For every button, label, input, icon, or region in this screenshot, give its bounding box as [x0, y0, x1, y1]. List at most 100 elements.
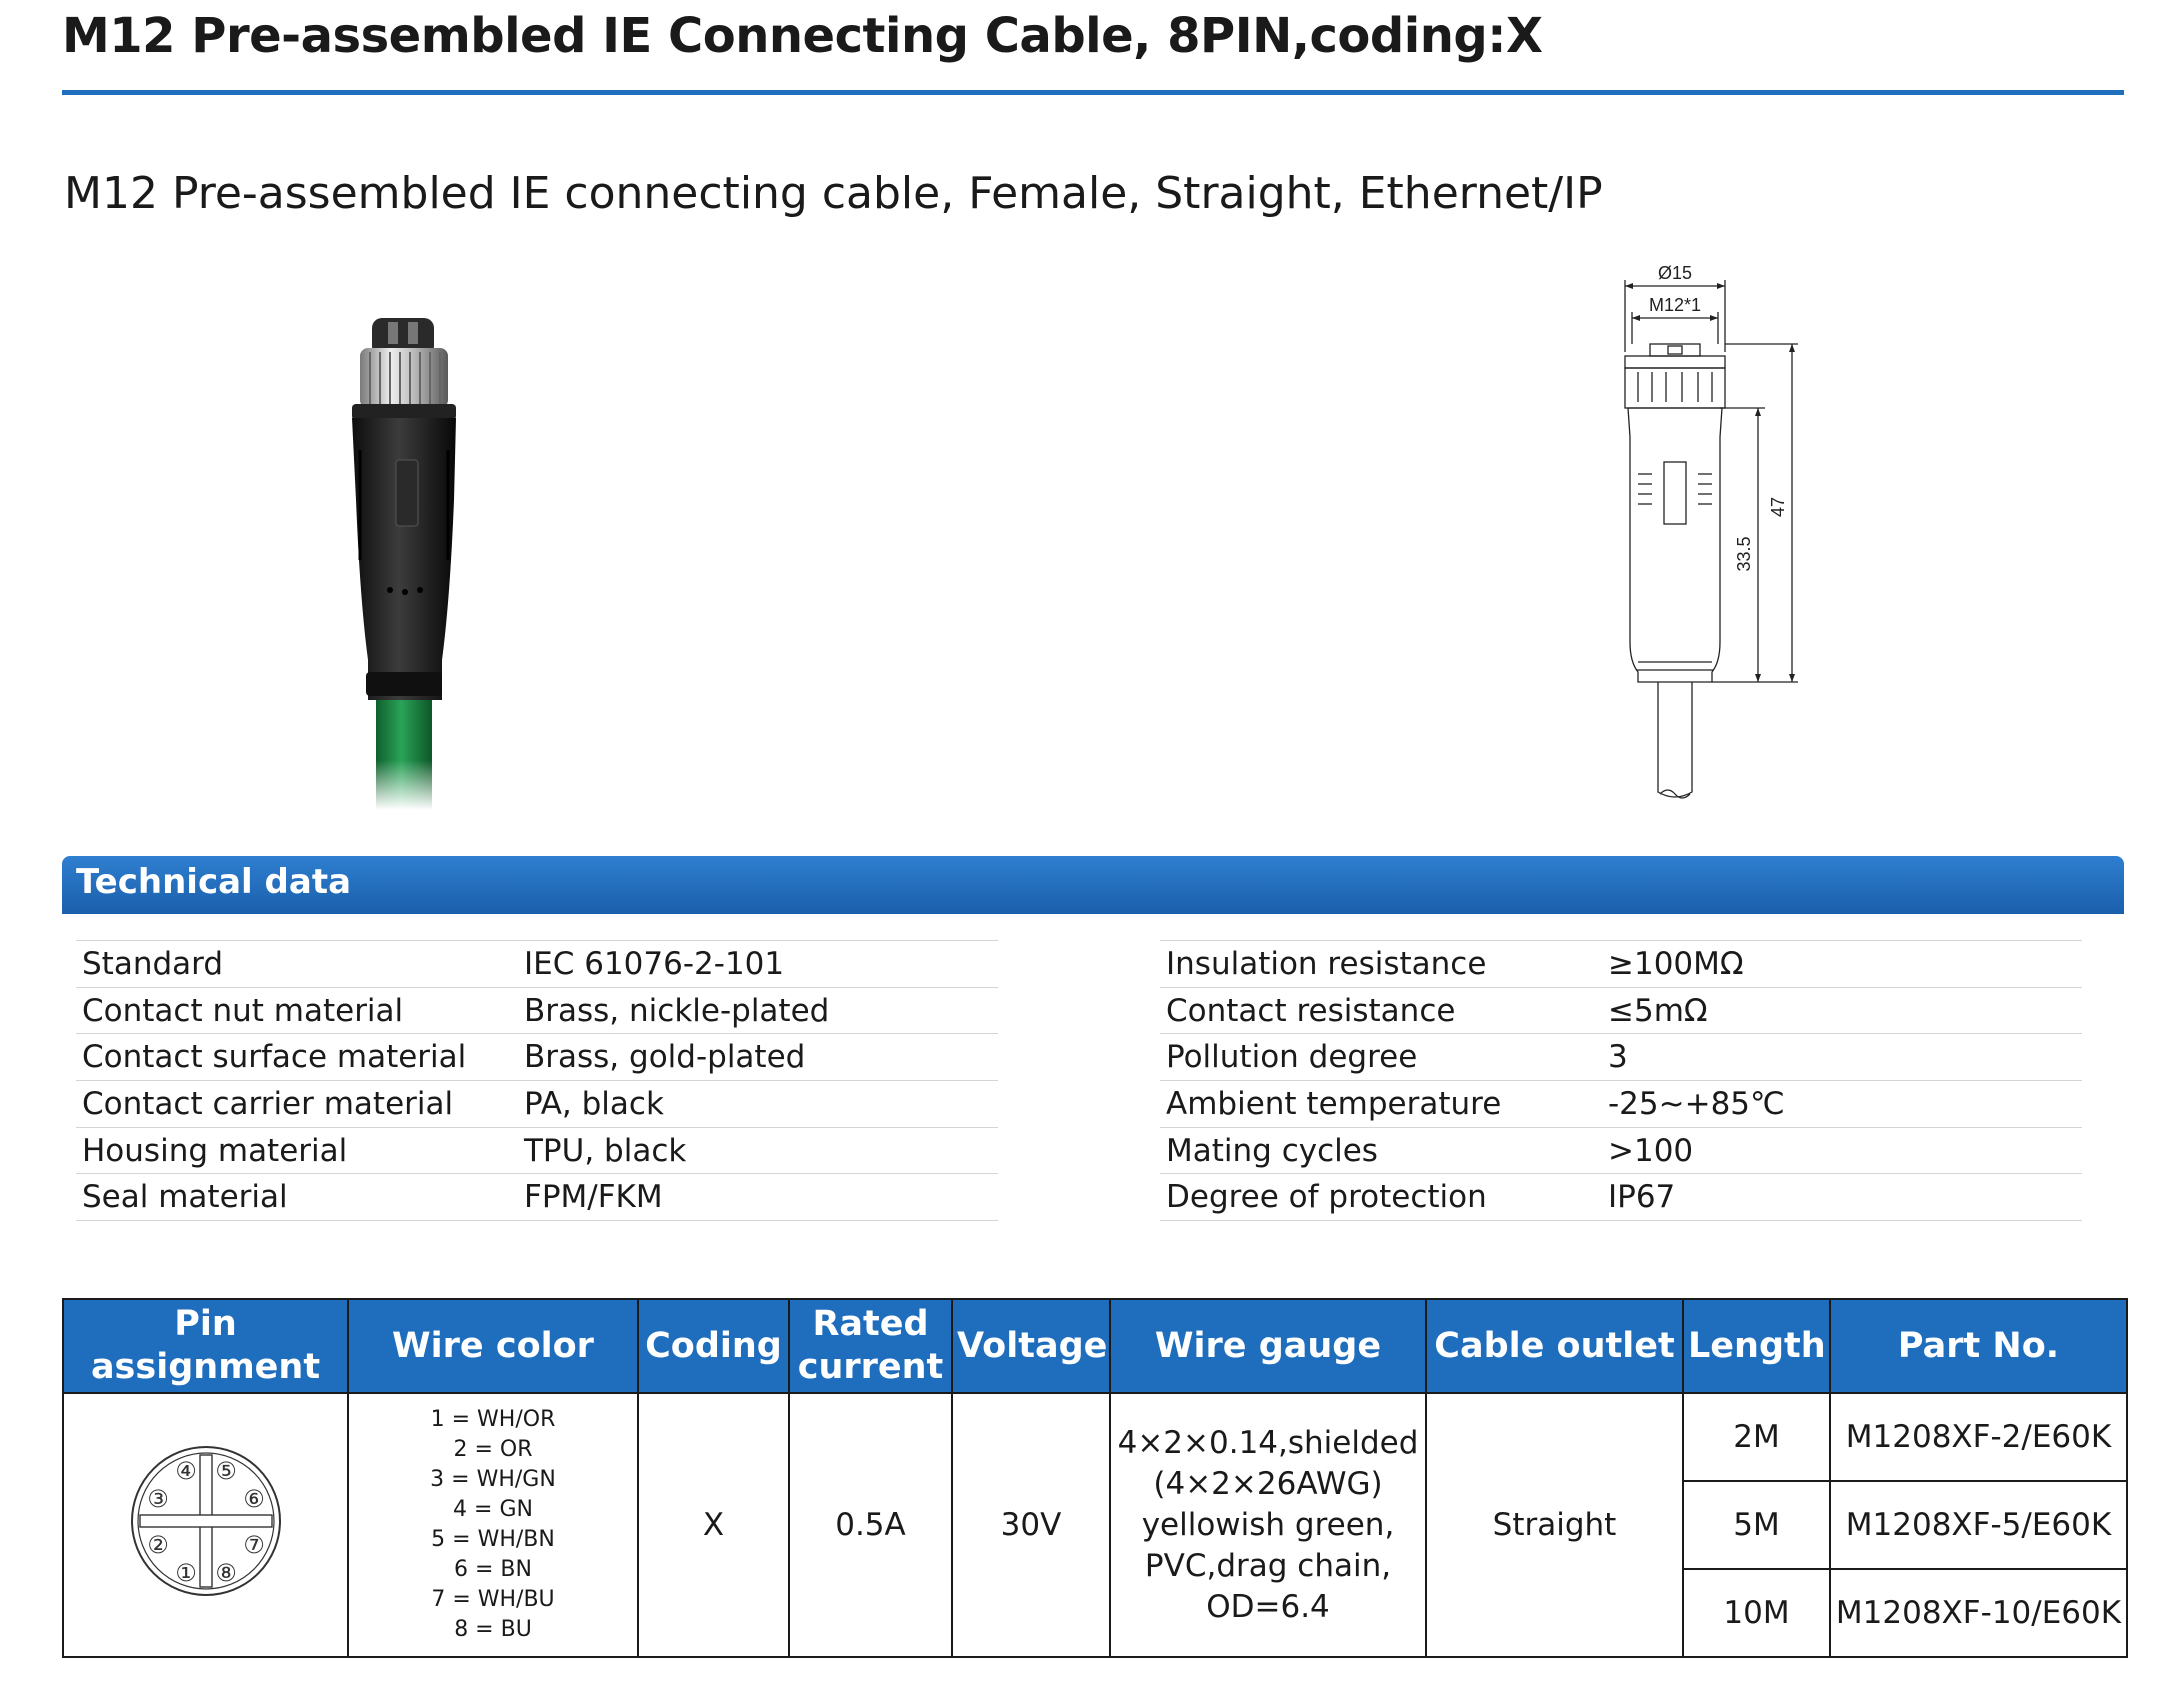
wire-gauge-line: yellowish green, [1141, 1506, 1395, 1543]
product-table-header: Pin assignment Wire color Coding Rated c… [62, 1298, 2128, 1394]
header-rated-current: Rated current [788, 1298, 953, 1394]
spec-label: Housing material [76, 1126, 518, 1175]
spec-label: Contact nut material [76, 986, 518, 1035]
spec-value: >100 [1602, 1126, 2082, 1175]
spec-value: ≤5mΩ [1602, 986, 2082, 1035]
length-cell: 10M [1682, 1568, 1831, 1658]
spec-label: Insulation resistance [1160, 940, 1602, 988]
pin-label-8: ⑧ [215, 1559, 237, 1587]
rated-current-cell: 0.5A [788, 1392, 953, 1658]
spec-label: Seal material [76, 1173, 518, 1222]
spec-label: Mating cycles [1160, 1126, 1602, 1175]
wire-color-item: 6 = BN [454, 1557, 532, 1582]
header-pin-assignment: Pin assignment [62, 1298, 349, 1394]
spec-label: Contact carrier material [76, 1080, 518, 1128]
spec-label: Ambient temperature [1160, 1080, 1602, 1128]
spec-value: ≥100MΩ [1602, 940, 2082, 988]
pin-label-7: ⑦ [243, 1531, 265, 1559]
spec-value: 3 [1602, 1033, 2082, 1082]
spec-value: FPM/FKM [518, 1173, 998, 1222]
technical-data-header: Technical data [62, 856, 2124, 914]
wire-color-cell: 1 = WH/OR 2 = OR 3 = WH/GN 4 = GN 5 = WH… [347, 1392, 639, 1658]
spec-value: TPU, black [518, 1126, 998, 1175]
spec-table-right: Insulation resistance≥100MΩ Contact resi… [1160, 940, 2082, 1222]
dimension-drawing: Ø15 M12*1 33.5 47 [1624, 263, 1798, 799]
header-voltage: Voltage [951, 1298, 1111, 1394]
spec-row: Mating cycles>100 [1160, 1126, 2082, 1175]
dim-total-label: 47 [1768, 497, 1788, 517]
dim-thread-label: M12*1 [1649, 295, 1701, 315]
table-row: 5M M1208XF-5/E60K [63, 1480, 2128, 1570]
product-table: Pin assignment Wire color Coding Rated c… [62, 1298, 2128, 1658]
dim-body-label: 33.5 [1734, 536, 1754, 571]
pin-label-3: ③ [147, 1485, 169, 1513]
wire-color-item: 3 = WH/GN [430, 1467, 556, 1492]
voltage-cell: 30V [951, 1392, 1111, 1658]
spec-label: Contact surface material [76, 1033, 518, 1082]
spec-label: Contact resistance [1160, 986, 1602, 1035]
header-part-no: Part No. [1829, 1298, 2128, 1394]
wire-color-item: 7 = WH/BU [431, 1587, 555, 1612]
page-title: M12 Pre-assembled IE Connecting Cable, 8… [62, 8, 1543, 64]
wire-gauge-line: OD=6.4 [1206, 1588, 1330, 1625]
wire-color-item: 2 = OR [453, 1437, 533, 1462]
spec-value: IEC 61076-2-101 [518, 940, 998, 988]
pin-assignment-cell: ④ ⑤ ③ ⑥ ② ⑦ ① ⑧ [62, 1392, 349, 1658]
title-underline [62, 90, 2124, 95]
part-number-cell: M1208XF-5/E60K [1829, 1480, 2128, 1570]
header-rated-current-line1: Rated [812, 1304, 929, 1345]
spec-label: Standard [76, 940, 518, 988]
spec-value: IP67 [1602, 1173, 2082, 1222]
spec-label: Pollution degree [1160, 1033, 1602, 1082]
wire-gauge-line: PVC,drag chain, [1144, 1547, 1392, 1584]
product-subtitle: M12 Pre-assembled IE connecting cable, F… [64, 168, 1603, 219]
wire-color-item: 1 = WH/OR [430, 1407, 556, 1432]
pin-label-4: ④ [175, 1457, 197, 1485]
connector-photo [352, 318, 456, 810]
spec-row: Contact resistance≤5mΩ [1160, 986, 2082, 1035]
spec-value: Brass, gold-plated [518, 1033, 998, 1082]
header-coding: Coding [637, 1298, 790, 1394]
cable-outlet-cell: Straight [1425, 1392, 1684, 1658]
spec-label: Degree of protection [1160, 1173, 1602, 1222]
wire-gauge-line: 4×2×0.14,shielded [1117, 1424, 1419, 1461]
header-cable-outlet: Cable outlet [1425, 1298, 1684, 1394]
length-cell: 5M [1682, 1480, 1831, 1570]
pin-label-6: ⑥ [243, 1485, 265, 1513]
spec-value: PA, black [518, 1080, 998, 1128]
spec-row: Insulation resistance≥100MΩ [1160, 940, 2082, 988]
header-wire-gauge: Wire gauge [1109, 1298, 1427, 1394]
wire-color-item: 5 = WH/BN [431, 1527, 555, 1552]
spec-value: Brass, nickle-plated [518, 986, 998, 1035]
wire-gauge-line: (4×2×26AWG) [1153, 1465, 1383, 1502]
pin-label-2: ② [147, 1531, 169, 1559]
wire-gauge-cell: 4×2×0.14,shielded (4×2×26AWG) yellowish … [1109, 1392, 1427, 1658]
technical-data-heading: Technical data [76, 862, 352, 902]
pin-layout-diagram: ④ ⑤ ③ ⑥ ② ⑦ ① ⑧ [130, 1446, 281, 1596]
header-length: Length [1682, 1298, 1831, 1394]
table-row: ④ ⑤ ③ ⑥ ② ⑦ ① ⑧ 1 = WH/OR 2 = OR 3 = WH/… [62, 1392, 2128, 1658]
spec-value: -25~+85℃ [1602, 1080, 2082, 1128]
pin-label-5: ⑤ [215, 1457, 237, 1485]
coding-cell: X [637, 1392, 790, 1658]
wire-color-item: 8 = BU [454, 1617, 532, 1642]
part-number-cell: M1208XF-2/E60K [1829, 1392, 2128, 1482]
length-cell: 2M [1682, 1392, 1831, 1482]
spec-row: Ambient temperature-25~+85℃ [1160, 1080, 2082, 1128]
dim-diameter-label: Ø15 [1658, 263, 1692, 283]
header-rated-current-line2: current [797, 1347, 944, 1387]
part-number-cell: M1208XF-10/E60K [1829, 1568, 2128, 1658]
table-row: 10M M1208XF-10/E60K [63, 1568, 2128, 1658]
pin-label-1: ① [175, 1559, 197, 1587]
wire-color-item: 4 = GN [453, 1497, 533, 1522]
header-wire-color: Wire color [347, 1298, 639, 1394]
